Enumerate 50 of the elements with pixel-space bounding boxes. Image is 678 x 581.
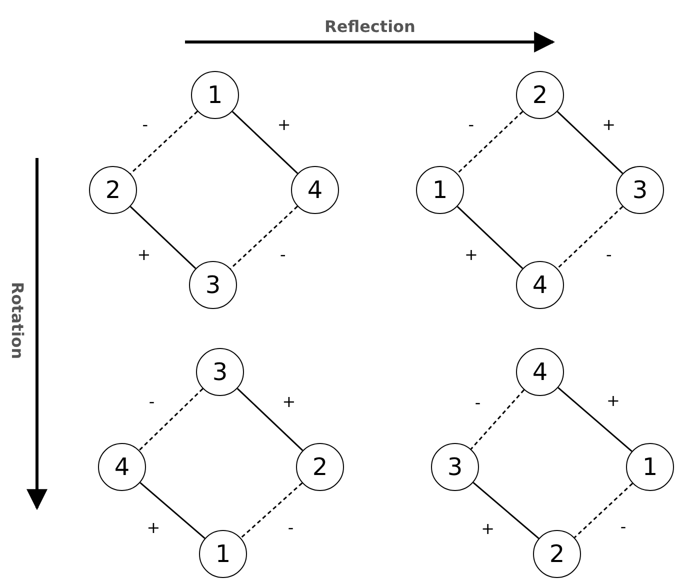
node-number: 2 xyxy=(532,83,548,107)
dashed-connector xyxy=(138,388,204,451)
numbered-circle xyxy=(533,530,581,578)
node-number: 1 xyxy=(432,178,448,202)
connector xyxy=(558,387,632,452)
reflection-label: Reflection xyxy=(324,16,416,36)
numbered-circle xyxy=(291,166,339,214)
dashed-connector xyxy=(456,110,524,174)
node-number: 4 xyxy=(532,273,548,297)
node-number: 4 xyxy=(307,178,323,202)
connector xyxy=(472,482,540,539)
numbered-circle xyxy=(98,443,146,491)
numbered-circle xyxy=(431,443,479,491)
numbered-circle xyxy=(191,71,239,119)
dashed-connector xyxy=(574,482,633,538)
node-number: 2 xyxy=(549,542,565,566)
rotation-label: Rotation xyxy=(8,281,28,359)
numbered-circle xyxy=(89,166,137,214)
dashed-connector xyxy=(230,206,298,270)
dashed-connector xyxy=(556,206,624,270)
dashed-connector xyxy=(130,110,198,174)
connector xyxy=(456,206,524,270)
numbered-circle xyxy=(416,166,464,214)
node-number: 4 xyxy=(114,455,130,479)
numbered-circle xyxy=(189,261,237,309)
numbered-circle xyxy=(516,71,564,119)
node-number: 1 xyxy=(207,83,223,107)
numbered-circle xyxy=(516,261,564,309)
connector xyxy=(140,482,206,539)
node-number: 3 xyxy=(212,360,228,384)
numbered-circle xyxy=(296,443,344,491)
node-number: 1 xyxy=(642,455,658,479)
dashed-connector xyxy=(470,389,525,450)
connector xyxy=(232,110,298,174)
numbered-circle xyxy=(196,348,244,396)
node-number: 3 xyxy=(205,273,221,297)
node-number: 1 xyxy=(215,542,231,566)
connector xyxy=(236,388,304,452)
node-number: 4 xyxy=(532,360,548,384)
node-number: 2 xyxy=(312,455,328,479)
connector xyxy=(130,206,196,270)
node-number: 3 xyxy=(447,455,463,479)
node-number: 3 xyxy=(632,178,648,202)
numbered-circle xyxy=(626,443,674,491)
numbered-circle xyxy=(199,530,247,578)
dashed-connector xyxy=(240,482,303,539)
numbered-circle xyxy=(616,166,664,214)
connector xyxy=(556,110,624,174)
node-number: 2 xyxy=(105,178,121,202)
numbered-circle xyxy=(516,348,564,396)
